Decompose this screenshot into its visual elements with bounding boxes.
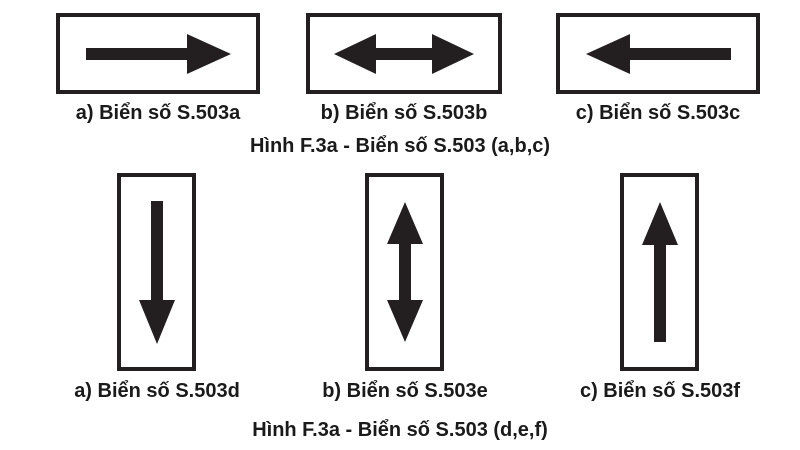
sign-plate-s503c [556,13,760,94]
sign-label-s503a: a) Biển số S.503a [75,102,241,124]
arrow-up-down-icon [386,202,423,342]
sign-plate-s503e [365,173,444,371]
sign-label-s503b: b) Biển số S.503b [320,102,488,124]
arrow-up-icon [641,202,678,342]
figure-caption-def: Hình F.3a - Biển số S.503 (d,e,f) [252,419,548,441]
sign-plate-s503a [56,13,260,94]
sign-label-s503e: b) Biển số S.503e [322,380,488,402]
sign-label-s503d: a) Biển số S.503d [74,380,240,402]
arrow-down-icon [138,200,175,344]
sign-label-s503f: c) Biển số S.503f [579,380,741,402]
arrow-right-icon [85,33,231,74]
sign-plate-s503f [620,173,699,371]
sign-label-s503c: c) Biển số S.503c [575,102,741,124]
arrow-left-right-icon [334,33,474,74]
figure-caption-abc: Hình F.3a - Biển số S.503 (a,b,c) [249,135,551,157]
sign-plate-s503b [306,13,502,94]
sign-plate-s503d [117,173,196,371]
arrow-left-icon [585,33,731,74]
